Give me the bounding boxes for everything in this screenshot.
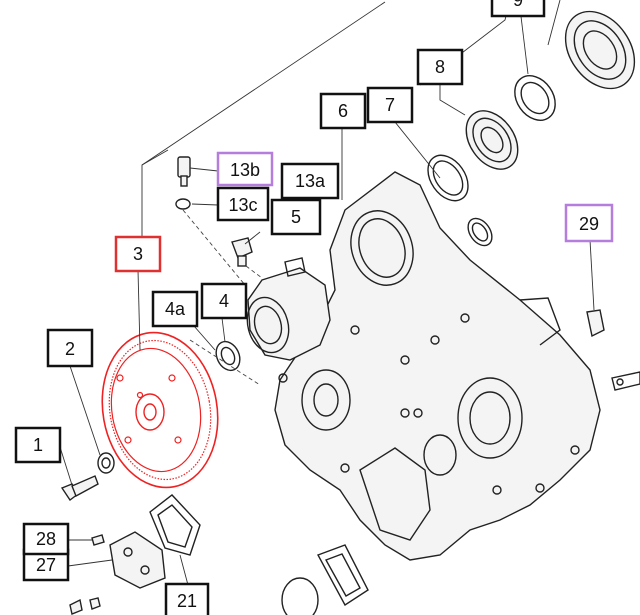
gasket-21 bbox=[149, 494, 201, 556]
callout-label: 1 bbox=[33, 435, 43, 455]
callout-4a: 4a bbox=[151, 290, 199, 328]
sensor-29 bbox=[586, 309, 605, 338]
callout-label: 7 bbox=[385, 95, 395, 115]
callout-box bbox=[151, 290, 199, 328]
callout-3: 3 bbox=[114, 235, 162, 273]
callout-9: 9 bbox=[490, 0, 546, 18]
callout-box bbox=[416, 48, 464, 86]
callout-13c: 13c bbox=[216, 186, 270, 222]
callout-5: 5 bbox=[270, 198, 322, 236]
callout-label: 28 bbox=[36, 529, 56, 549]
callout-21: 21 bbox=[164, 582, 210, 615]
callout-28: 28 bbox=[22, 522, 70, 556]
ring-7 bbox=[427, 154, 469, 202]
callout-box bbox=[270, 198, 322, 236]
bearing-8-large bbox=[564, 10, 636, 90]
callout-6: 6 bbox=[319, 92, 367, 130]
callout-label: 4a bbox=[165, 299, 186, 319]
callout-7: 7 bbox=[366, 86, 414, 124]
callout-box bbox=[280, 162, 340, 200]
callout-box bbox=[216, 186, 270, 222]
callout-1: 1 bbox=[14, 426, 62, 464]
callout-4: 4 bbox=[200, 282, 248, 320]
callout-label: 3 bbox=[133, 244, 143, 264]
callout-8: 8 bbox=[416, 48, 464, 86]
seal-4a bbox=[215, 340, 241, 372]
callout-label: 9 bbox=[513, 0, 523, 10]
callout-label: 27 bbox=[36, 555, 56, 575]
callout-box bbox=[164, 582, 210, 615]
bolt-1 bbox=[60, 475, 99, 502]
housing-4 bbox=[246, 257, 331, 361]
callout-box bbox=[200, 282, 248, 320]
callout-29: 29 bbox=[564, 203, 614, 243]
sensor-13b bbox=[177, 156, 191, 187]
pulley-3 bbox=[101, 331, 219, 489]
callout-box bbox=[366, 86, 414, 124]
callout-label: 5 bbox=[291, 207, 301, 227]
callout-box bbox=[490, 0, 546, 18]
callout-label: 6 bbox=[338, 101, 348, 121]
timing-cover-6 bbox=[274, 171, 601, 561]
callout-box bbox=[216, 151, 274, 187]
callout-label: 21 bbox=[177, 591, 197, 611]
callout-label: 8 bbox=[435, 57, 445, 77]
callout-label: 13c bbox=[228, 195, 257, 215]
callout-2: 2 bbox=[46, 328, 94, 368]
washer-2 bbox=[97, 452, 115, 474]
bearing-8 bbox=[465, 110, 519, 170]
bottom-gasket bbox=[281, 544, 369, 615]
bearing-9 bbox=[514, 75, 556, 121]
assembly-dashed-lines bbox=[182, 209, 263, 386]
callout-label: 29 bbox=[579, 214, 599, 234]
plug-5 bbox=[231, 237, 253, 267]
screw-28 bbox=[91, 534, 105, 546]
callout-label: 2 bbox=[65, 339, 75, 359]
small-bolts-bottom bbox=[69, 597, 101, 615]
callout-box bbox=[319, 92, 367, 130]
callout-box bbox=[114, 235, 162, 273]
callout-box bbox=[46, 328, 94, 368]
callout-box bbox=[564, 203, 614, 243]
washer-13c bbox=[175, 198, 191, 210]
seal-ring bbox=[467, 217, 493, 247]
bracket-right bbox=[611, 371, 640, 391]
callout-label: 13b bbox=[230, 160, 260, 180]
callout-13b: 13b bbox=[216, 151, 274, 187]
callout-13a: 13a bbox=[280, 162, 340, 200]
pump-27 bbox=[109, 531, 166, 589]
callout-label: 4 bbox=[219, 291, 229, 311]
callout-label: 13a bbox=[295, 171, 326, 191]
callout-box bbox=[22, 522, 70, 556]
callout-box bbox=[14, 426, 62, 464]
leader-lines bbox=[59, 0, 595, 586]
